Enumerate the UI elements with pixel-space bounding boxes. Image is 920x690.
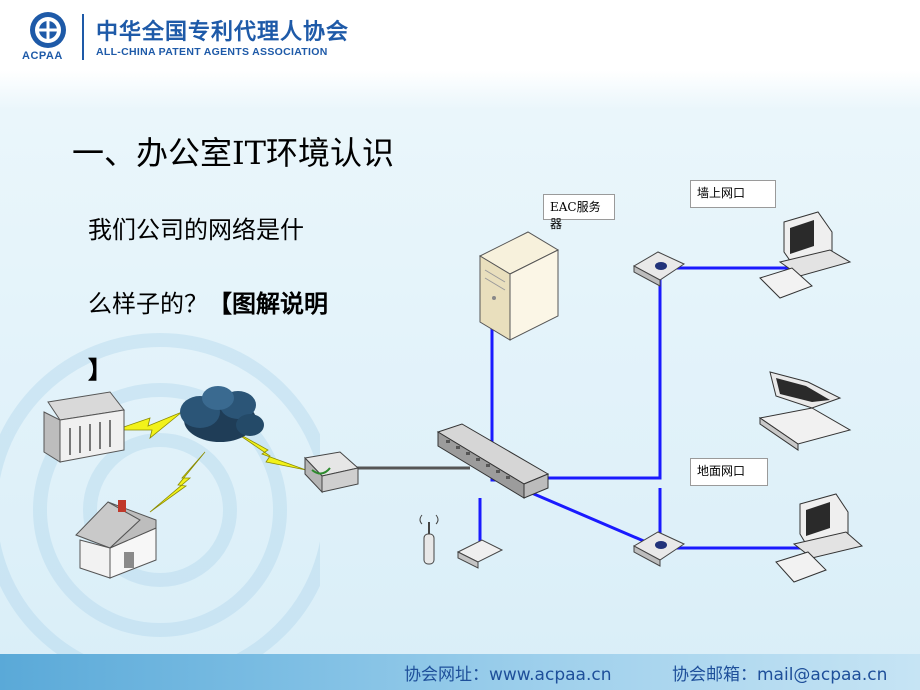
network-cables <box>478 266 818 551</box>
footer-website: 协会网址：www.acpaa.cn <box>404 665 612 685</box>
home-house-icon <box>75 500 157 579</box>
header: ACPAA 中华全国专利代理人协会 ALL-CHINA PATENT AGENT… <box>0 0 920 70</box>
footer-bar <box>0 654 920 690</box>
body-line-2-bracket: 【图解说明 <box>208 289 328 318</box>
wireless-access-point-icon <box>456 539 504 569</box>
network-switch-icon <box>436 423 550 499</box>
server-tower-icon <box>478 231 560 341</box>
lightning-cloud-house <box>149 451 206 513</box>
body-line-3: 】 <box>88 355 112 384</box>
header-divider <box>82 14 84 60</box>
body-line-2-question: 么样子的？ <box>88 290 208 318</box>
cable-floor-port-switch <box>519 486 662 551</box>
desktop-computer-icon-top <box>759 211 852 299</box>
lightning-building-cloud <box>114 411 183 440</box>
wall-port-label: 墙上网口 <box>690 180 776 208</box>
antenna-icon <box>419 514 439 565</box>
wall-port-icon <box>632 251 686 287</box>
body-line-1: 我们公司的网络是什 <box>88 216 304 244</box>
internet-cloud-icon <box>180 386 264 442</box>
floor-port-icon <box>632 531 686 567</box>
desktop-computer-icon-bottom <box>775 493 864 583</box>
org-name-en: ALL-CHINA PATENT AGENTS ASSOCIATION <box>96 46 328 58</box>
body-line-2: 么样子的？【图解说明 <box>88 284 328 319</box>
org-name-cn: 中华全国专利代理人协会 <box>96 20 350 45</box>
laptop-icon <box>758 371 852 451</box>
logo-abbreviation: ACPAA <box>22 50 63 62</box>
modem-icon <box>303 451 360 494</box>
floor-port-label: 地面网口 <box>690 458 768 486</box>
footer-email: 协会邮箱：mail@acpaa.cn <box>672 665 888 685</box>
server-label: EAC服务器 <box>543 194 615 231</box>
office-building-icon <box>43 391 125 463</box>
slide-title: 一、办公室IT环境认识 <box>72 134 394 172</box>
acpaa-logo-icon <box>30 12 66 48</box>
cable-wall-port-switch <box>520 270 662 480</box>
